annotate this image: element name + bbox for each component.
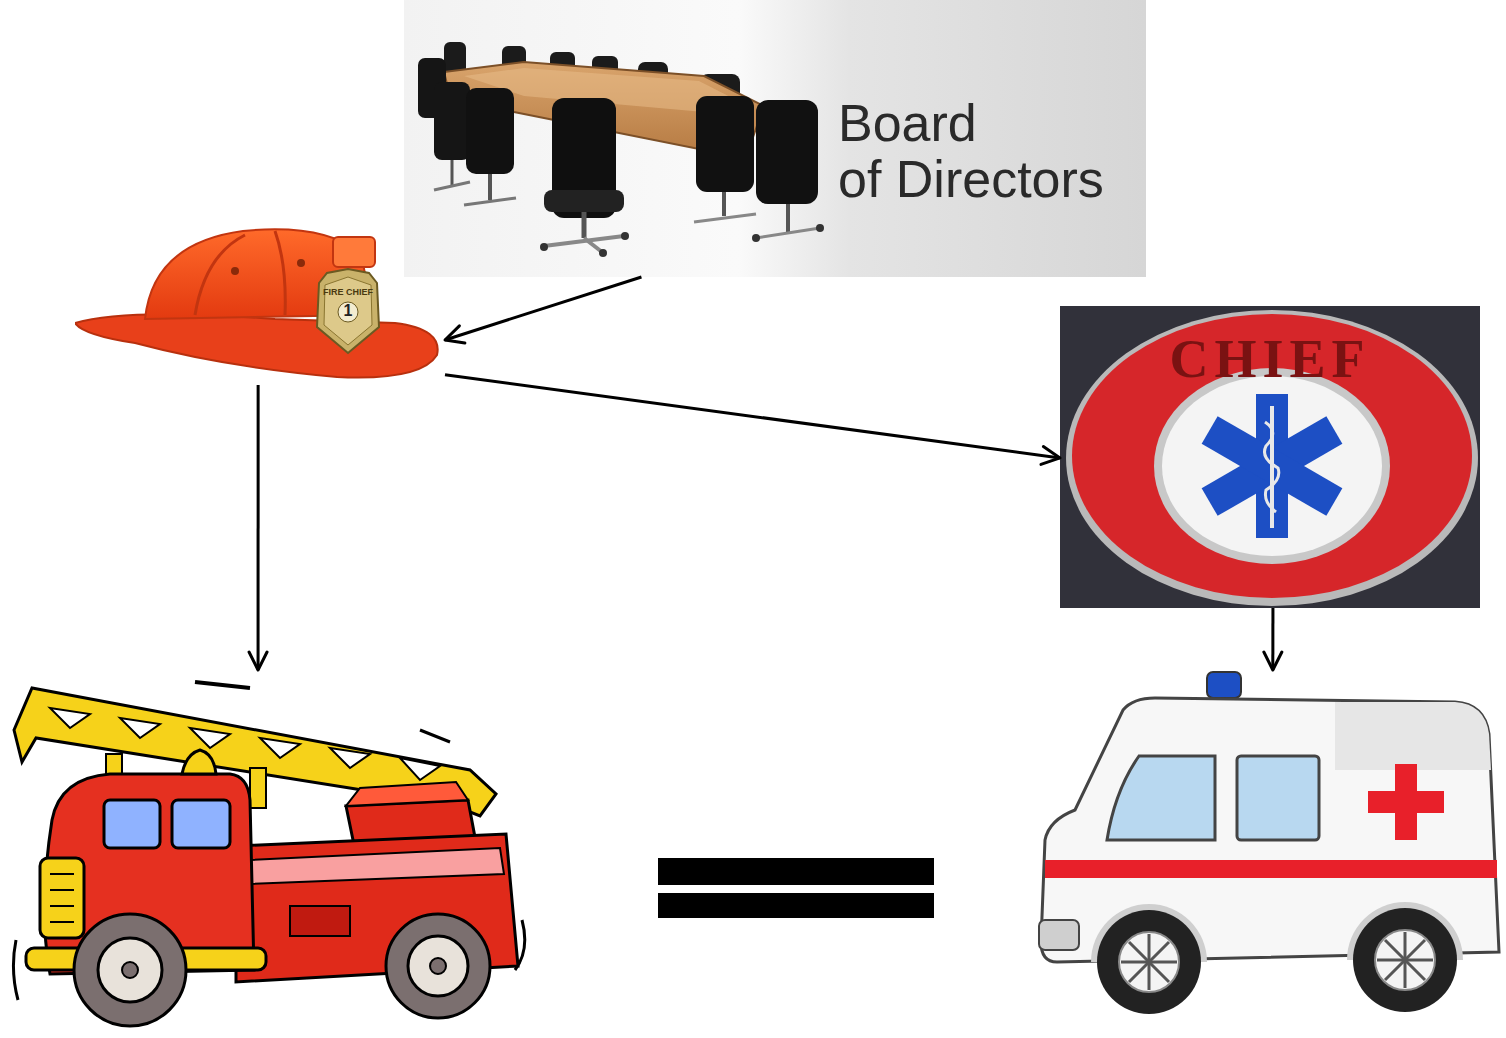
text-holder: CHIEF	[1060, 328, 1480, 390]
arrow-head	[445, 326, 465, 343]
pin-text: CHIEF	[1169, 329, 1370, 389]
ambulance-illustration	[1035, 670, 1505, 1020]
boardroom-illustration	[404, 0, 1146, 277]
fire-chief-helmet: FIRE CHIEF 1	[75, 215, 445, 385]
fire-truck	[10, 670, 530, 1035]
fire-helmet-illustration	[75, 215, 445, 385]
arrow-connector	[445, 375, 1060, 465]
wrap-spacer	[998, 95, 1128, 147]
connector-line	[257, 385, 260, 670]
connector-line	[445, 277, 641, 340]
ems-chief-pin: CHIEF	[1060, 306, 1480, 608]
connector-line	[445, 375, 1060, 458]
arrow-head	[1041, 447, 1060, 465]
arrow-connector	[1264, 608, 1282, 670]
ambulance	[1035, 670, 1505, 1020]
badge-text: FIRE CHIEF	[323, 287, 373, 297]
text-holder: Board of Directors	[838, 95, 1128, 207]
arrow-connector	[445, 277, 641, 343]
equals-sign	[658, 858, 934, 920]
board-box: Board of Directors	[404, 0, 1146, 277]
text-holder: FIRE CHIEF	[319, 287, 377, 298]
board-title: Board of Directors	[838, 94, 1104, 208]
arrow-connector	[249, 385, 267, 670]
badge-number: 1	[344, 302, 353, 319]
connector-line	[1271, 608, 1274, 670]
text-holder: 1	[319, 301, 377, 321]
fire-truck-illustration	[10, 670, 530, 1035]
arrow-head	[1264, 652, 1282, 670]
arrow-head	[249, 652, 267, 670]
